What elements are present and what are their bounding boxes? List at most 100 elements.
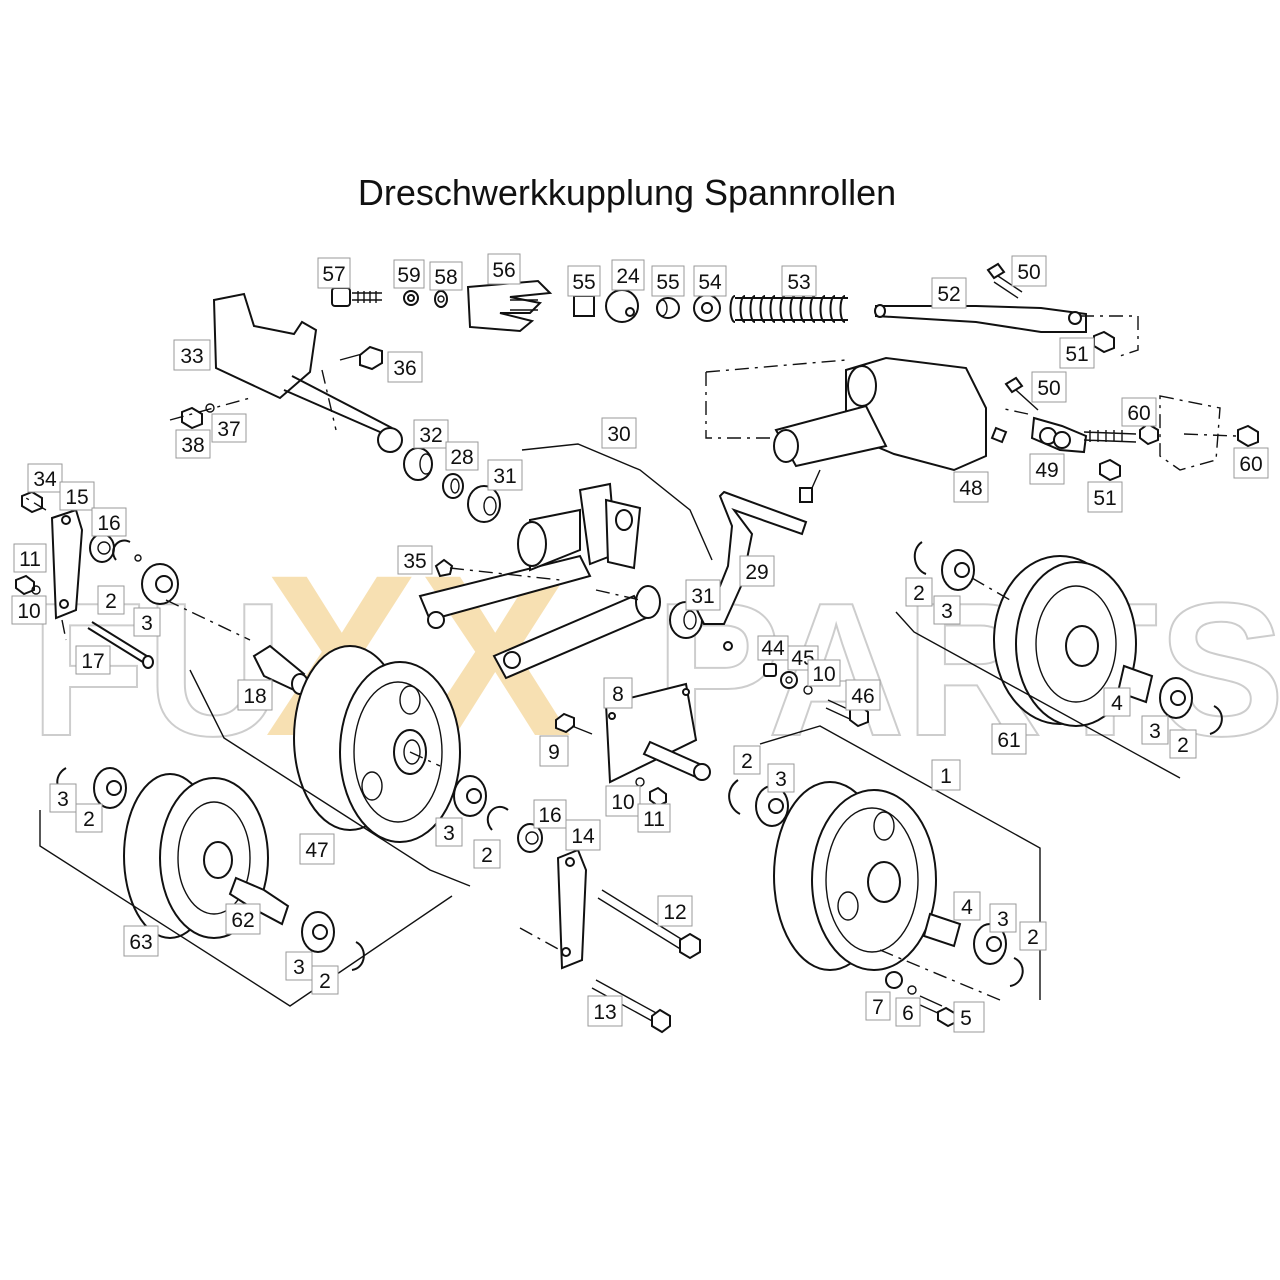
callout-48: 48 (953, 471, 989, 503)
callout-label: 62 (231, 909, 254, 932)
callout-label: 3 (775, 768, 787, 791)
callout-label: 2 (105, 590, 117, 613)
callout-label: 3 (997, 908, 1009, 931)
callout-2h: 2 (1019, 921, 1047, 951)
callout-61: 61 (991, 723, 1027, 755)
callout-label: 35 (403, 550, 426, 573)
callout-label: 60 (1239, 453, 1262, 476)
callout-label: 18 (243, 685, 266, 708)
pulley-1 (728, 725, 1041, 1028)
spring-linkage-assembly (331, 262, 1139, 357)
callout-16b: 16 (533, 799, 567, 829)
callout-label: 15 (65, 486, 88, 509)
callout-label: 53 (787, 271, 810, 294)
callout-2a: 2 (97, 585, 125, 615)
callout-label: 32 (419, 424, 442, 447)
callout-50a: 50 (1011, 255, 1047, 287)
callout-1: 1 (931, 759, 961, 791)
bolt-44-45-46 (763, 663, 869, 728)
callout-label: 17 (81, 650, 104, 673)
callout-10a: 10 (11, 595, 47, 625)
callout-label: 13 (593, 1001, 616, 1024)
callout-3b: 3 (933, 595, 961, 625)
callout-label: 24 (616, 265, 640, 288)
callout-label: 2 (741, 750, 753, 773)
callout-24: 24 (611, 259, 645, 291)
callout-47: 47 (299, 833, 335, 865)
left-arm-15-assembly (15, 490, 251, 669)
callout-33: 33 (173, 339, 211, 371)
callout-label: 4 (961, 896, 973, 919)
callout-label: 50 (1037, 377, 1060, 400)
callout-29: 29 (739, 555, 775, 587)
callout-3c: 3 (1141, 715, 1169, 745)
callout-18: 18 (237, 679, 273, 711)
callout-2b: 2 (905, 577, 933, 607)
callout-label: 47 (305, 839, 328, 862)
callout-3e: 3 (49, 783, 77, 813)
callout-label: 8 (612, 683, 624, 706)
callout-32: 32 (413, 419, 449, 449)
callout-label: 29 (745, 561, 768, 584)
callout-11a: 11 (13, 543, 47, 573)
callout-label: 55 (572, 271, 595, 294)
callout-28: 28 (445, 441, 479, 471)
callout-label: 5 (960, 1007, 972, 1030)
callout-59: 59 (393, 259, 425, 289)
callout-58: 58 (429, 261, 463, 291)
callout-2d: 2 (733, 745, 761, 775)
callout-label: 51 (1093, 487, 1116, 510)
callout-label: 49 (1035, 459, 1058, 482)
callout-label: 11 (643, 808, 665, 831)
callout-label: 2 (481, 844, 493, 867)
callout-label: 37 (217, 418, 240, 441)
callout-label: 2 (1027, 926, 1039, 949)
callout-37: 37 (211, 413, 247, 443)
callout-label: 3 (941, 600, 953, 623)
callout-label: 9 (548, 741, 560, 764)
callout-55b: 55 (651, 265, 685, 297)
callout-label: 16 (538, 804, 561, 827)
callout-35: 35 (397, 545, 433, 575)
callout-3a: 3 (133, 607, 161, 637)
callout-label: 36 (393, 357, 416, 380)
callout-label: 11 (19, 548, 41, 571)
callout-2e: 2 (75, 803, 103, 833)
callout-3d: 3 (767, 763, 795, 793)
callout-13: 13 (587, 995, 623, 1027)
callout-label: 28 (450, 446, 473, 469)
callout-56: 56 (487, 253, 521, 285)
callout-label: 56 (492, 259, 515, 282)
clevis-49-bolts (999, 376, 1259, 482)
callout-54: 54 (693, 265, 727, 297)
callout-9: 9 (539, 735, 569, 767)
callout-34: 34 (27, 463, 63, 493)
callout-label: 16 (97, 512, 120, 535)
callout-label: 44 (761, 637, 785, 660)
callout-label: 58 (434, 266, 457, 289)
callout-50b: 50 (1031, 371, 1067, 403)
callout-16a: 16 (91, 507, 127, 537)
callout-60a: 60 (1121, 397, 1157, 427)
callout-53: 53 (781, 265, 817, 297)
callout-52: 52 (931, 277, 967, 309)
callout-7: 7 (865, 991, 891, 1021)
pulley-63 (39, 767, 453, 1007)
pulley-47 (189, 645, 543, 887)
callout-label: 4 (1111, 692, 1123, 715)
callout-3f: 3 (435, 817, 463, 847)
callout-label: 57 (322, 263, 345, 286)
callout-label: 34 (33, 468, 57, 491)
bushing-31-lever-29 (669, 490, 808, 651)
callout-15: 15 (59, 481, 95, 511)
callout-label: 12 (663, 901, 686, 924)
callout-17: 17 (75, 645, 111, 675)
tension-lever-30 (418, 443, 713, 680)
callout-31a: 31 (487, 459, 523, 491)
callout-10b: 10 (807, 659, 841, 687)
callout-6: 6 (895, 997, 921, 1027)
callout-label: 60 (1127, 402, 1150, 425)
callout-5: 5 (953, 1001, 985, 1033)
callout-label: 2 (1177, 734, 1189, 757)
